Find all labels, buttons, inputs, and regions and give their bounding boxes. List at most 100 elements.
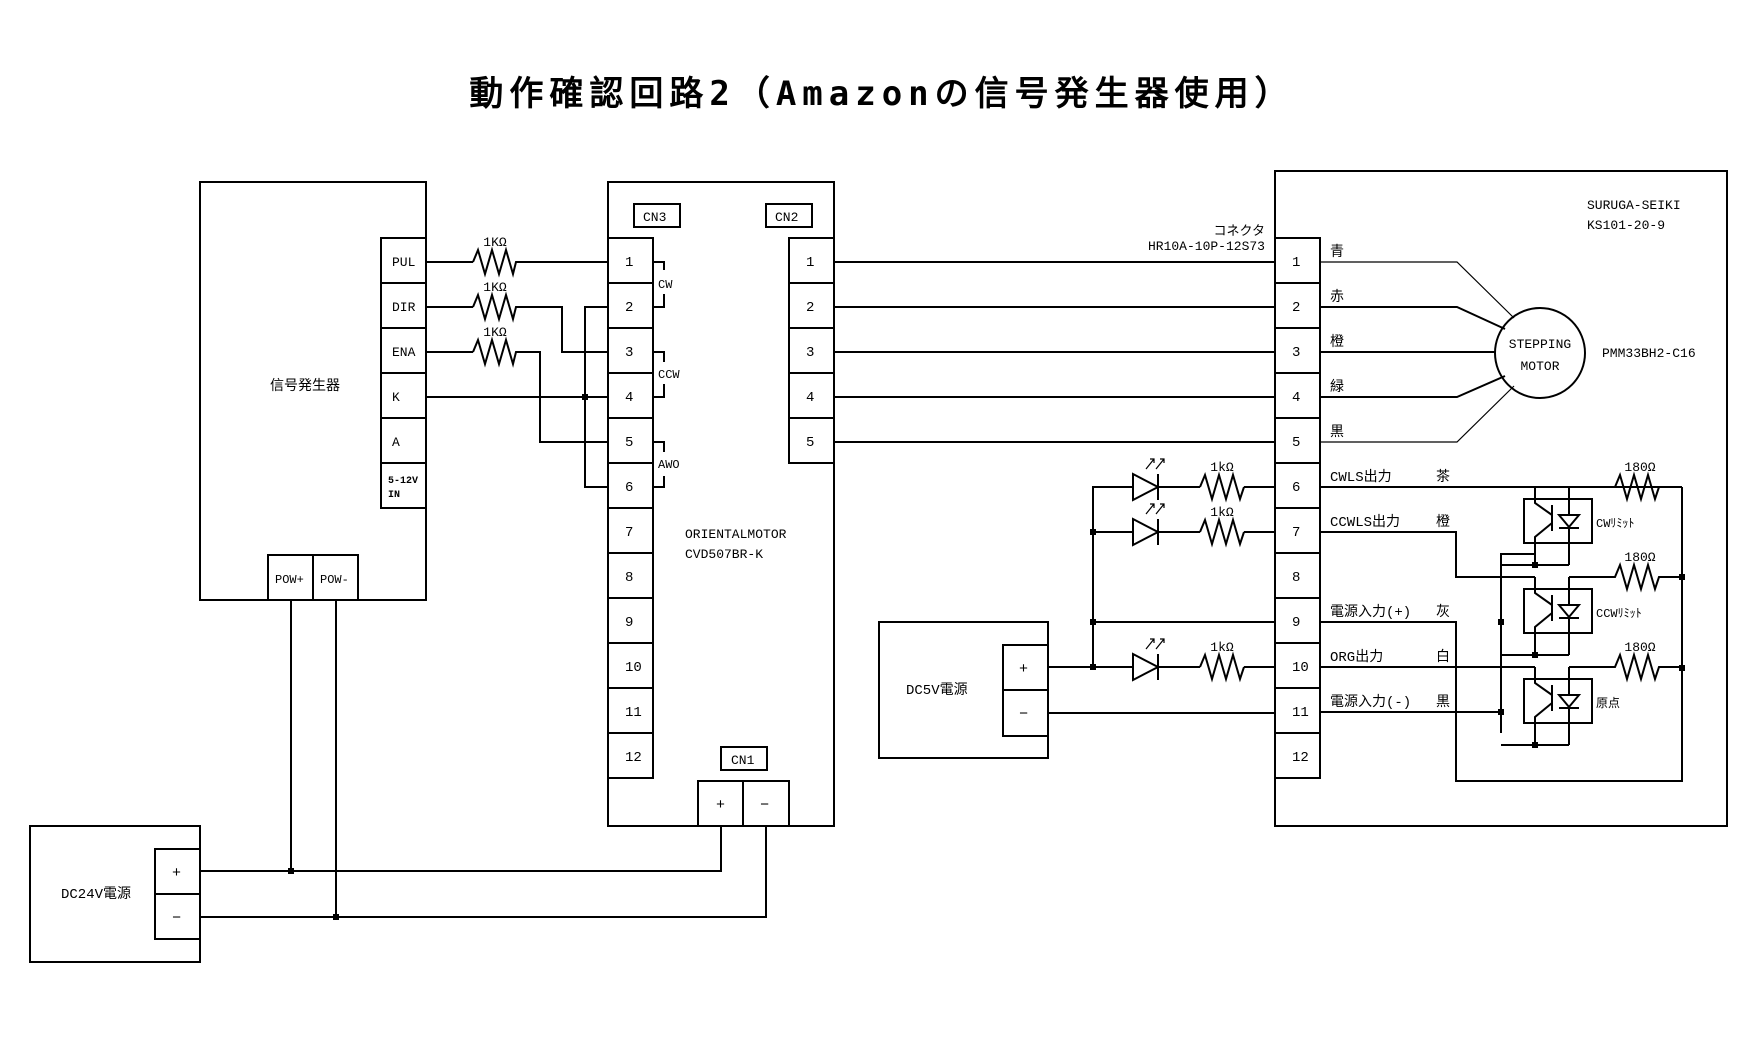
cn3-pin-number: 9	[625, 615, 633, 631]
cn1-minus-terminal	[742, 780, 790, 827]
connector-title: コネクタ	[1214, 224, 1265, 239]
cn3-pin-cell	[607, 327, 654, 374]
signal-color-label: 白	[1436, 649, 1450, 666]
signal-color-label: 橙	[1436, 514, 1450, 531]
stage-pin-number: 4	[1292, 390, 1300, 406]
phototransistor-symbol	[1534, 667, 1553, 745]
stage-pin-number: 10	[1292, 660, 1309, 676]
sg-pin-cell	[380, 417, 427, 464]
resistor-label: 180Ω	[1624, 550, 1655, 565]
stage-pin-cell	[1274, 732, 1321, 779]
pow-minus-terminal	[312, 554, 359, 601]
resistor-1k	[1199, 651, 1245, 683]
cn3-pin-number: 5	[625, 435, 633, 451]
stage-pin-number: 8	[1292, 570, 1300, 586]
junction-dot	[1532, 652, 1538, 658]
stage-model: KS101-20-9	[1587, 218, 1665, 233]
junction-dot	[1532, 562, 1538, 568]
stage-pin-number: 5	[1292, 435, 1300, 451]
wire-ccwls	[1320, 531, 1535, 578]
motor-wire-2	[1320, 306, 1506, 330]
stage-pin-cell	[1274, 327, 1321, 374]
cn3-pin-cell	[607, 417, 654, 464]
cn3-pin-number: 4	[625, 390, 633, 406]
wire-24v-minus	[200, 826, 767, 918]
connector-model: HR10A-10P-12S73	[1148, 239, 1265, 254]
phototransistor-symbol	[1534, 487, 1553, 565]
wire-power-plus	[1320, 487, 1683, 782]
led-indicator: 1kΩ	[1127, 638, 1275, 683]
awo-bracket	[653, 441, 665, 488]
signal-wiring	[426, 246, 608, 488]
junction-dot	[333, 914, 339, 920]
wire-dir	[426, 306, 608, 353]
wire-color-label: 青	[1330, 244, 1344, 261]
cn2-pin-number: 1	[806, 255, 814, 271]
led-symbol	[1127, 652, 1275, 682]
cn2-pin-cell	[788, 237, 835, 284]
cn3-pin-cell	[607, 237, 654, 284]
cn1-plus-terminal	[697, 780, 744, 827]
stage-pin-number: 11	[1292, 705, 1309, 721]
resistor-1k	[1199, 471, 1245, 503]
cn3-label-box	[633, 203, 681, 228]
resistor-180	[1569, 561, 1682, 593]
sg-pin-label-pul: PUL	[392, 255, 415, 270]
resistor-label: 180Ω	[1624, 460, 1655, 475]
stage-pin-number: 2	[1292, 300, 1300, 316]
motor-label-1: STEPPING	[1509, 337, 1571, 352]
stage-pin-cell	[1274, 282, 1321, 329]
cn2-pin-number: 3	[806, 345, 814, 361]
cn3-pin-cell	[607, 507, 654, 554]
cw-bracket	[653, 261, 665, 308]
resistor-label: 1KΩ	[483, 325, 507, 340]
resistor-180	[1569, 471, 1682, 503]
motor-label-2: MOTOR	[1520, 359, 1559, 374]
led-symbol	[1127, 472, 1275, 502]
cn3-pin-cell	[607, 597, 654, 644]
cn3-pin-cell	[607, 372, 654, 419]
signal-name-label: ORG出力	[1330, 649, 1383, 666]
sg-pin-label-dir: DIR	[392, 300, 416, 315]
cn3-pin-number: 11	[625, 705, 642, 721]
ir-led-symbol	[1556, 577, 1582, 655]
stage: SURUGA-SEIKI KS101-20-9 コネクタ HR10A-10P-1…	[1148, 170, 1728, 827]
signal-color-label: 黒	[1436, 695, 1450, 711]
cn2-label-box	[765, 203, 813, 228]
stage-pin-number: 12	[1292, 750, 1309, 766]
cn3-pin-number: 7	[625, 525, 633, 541]
cn3-pin-number: 1	[625, 255, 633, 271]
resistor-ena	[472, 336, 517, 368]
driver-maker: ORIENTALMOTOR	[685, 527, 787, 542]
stage-pin-cell	[1274, 462, 1321, 509]
sg-pin-cell	[380, 462, 427, 509]
dc5v-minus-label: −	[1019, 706, 1028, 723]
cn1-label: CN1	[731, 753, 755, 768]
cn2-pin-cell	[788, 372, 835, 419]
sg-pin-label: IN	[388, 490, 400, 501]
signal-name-label: 電源入力(-)	[1330, 694, 1411, 711]
stage-pin-number: 3	[1292, 345, 1300, 361]
stage-pin-number: 1	[1292, 255, 1300, 271]
cn2-pin-number: 5	[806, 435, 814, 451]
sg-pin-label: 5-12V	[388, 476, 418, 487]
cn3-pin-number: 12	[625, 750, 642, 766]
dc24v-minus-label: −	[172, 910, 181, 927]
wire-color-label: 緑	[1330, 379, 1344, 396]
driver-model: CVD507BR-K	[685, 547, 763, 562]
motor-wire-1	[1320, 261, 1515, 319]
cn2-pin-cell	[788, 417, 835, 464]
cn2-label: CN2	[775, 210, 798, 225]
signal-name-label: CWLS出力	[1330, 469, 1392, 486]
cn3-pin-cell	[607, 687, 654, 734]
ccw-bracket	[653, 351, 665, 398]
wire-color-label: 橙	[1330, 334, 1344, 351]
cn1-minus-label: −	[760, 797, 769, 814]
resistor-label: 1kΩ	[1210, 505, 1234, 520]
dc5v-label: DC5V電源	[906, 682, 968, 699]
ccw-group-label: CCW	[658, 368, 680, 382]
resistor-label: 1kΩ	[1210, 640, 1234, 655]
